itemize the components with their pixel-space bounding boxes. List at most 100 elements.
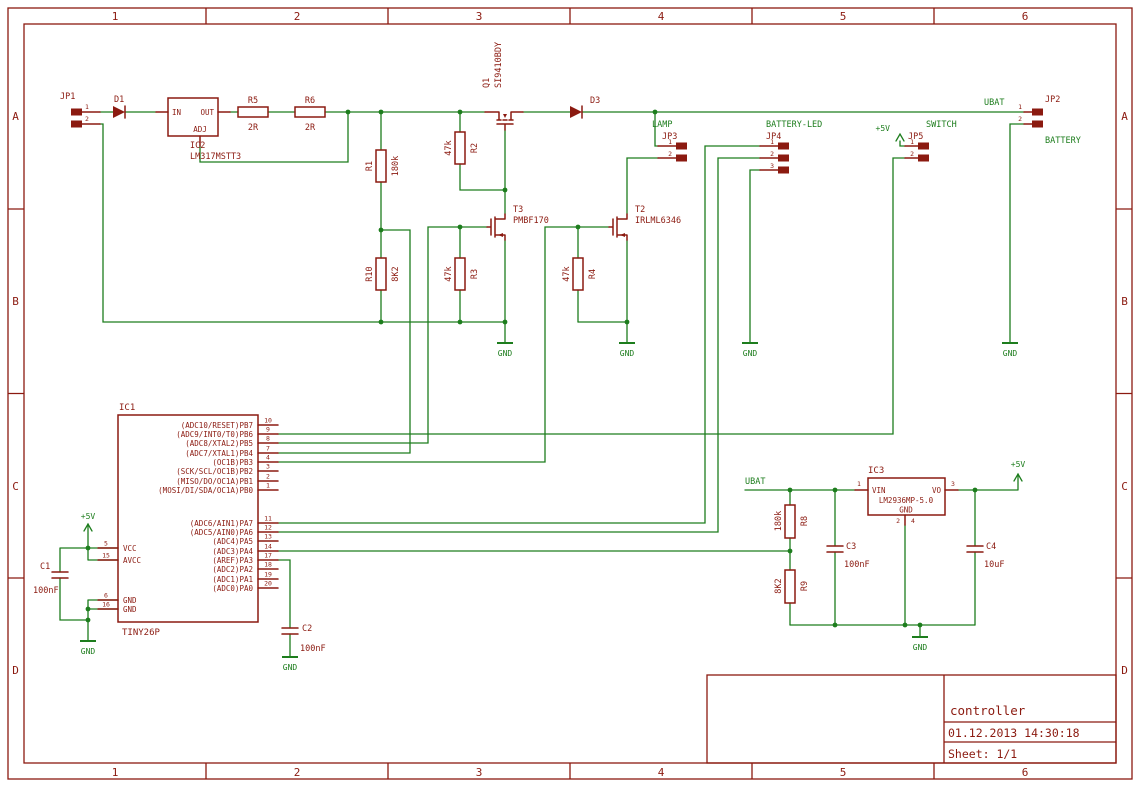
connector-jp4-shape: [778, 166, 789, 174]
p5v-symbol: +5V: [1011, 460, 1025, 482]
frame-col-label: 2: [294, 766, 301, 779]
resistor-r5-shape: [237, 106, 269, 118]
capacitor-c2: C2 100nF: [281, 624, 326, 654]
ic1-pin-label: (ADC8/XTAL2)PB5: [185, 439, 253, 448]
junction-dots-shape: [457, 224, 463, 230]
r5-value: 2R: [248, 123, 259, 133]
ic3-regulator-shape: [854, 489, 959, 526]
frame-col-label: 5: [840, 10, 847, 23]
resistor-r9-shape: [784, 569, 796, 604]
net-wires-shape: [577, 157, 659, 343]
frame-row-label: D: [12, 664, 19, 677]
gnd-label: GND: [1003, 349, 1018, 358]
r8-value: 180k: [774, 511, 784, 531]
net-wires-shape: [59, 523, 119, 641]
ic2-regulator: IN OUT ADJ IC2 LM317MSTT3: [155, 97, 241, 162]
ic1-pin-label: (ADC4)PA5: [212, 537, 253, 546]
ic3-pin-number: 1: [857, 480, 861, 488]
gnd-symbol: GND: [80, 640, 96, 656]
gnd-label: GND: [913, 643, 928, 652]
diode-d1-shape: [113, 106, 125, 118]
frame-row-label: C: [1121, 480, 1128, 493]
ic1-pin-label: GND: [123, 605, 137, 614]
net-wires-shape: [1009, 123, 1025, 343]
resistor-r5: R5 2R: [237, 96, 269, 133]
gnd-label: GND: [283, 663, 298, 672]
ic1-pin-label: (ADC3)PA4: [212, 547, 253, 556]
r2-value: 47k: [444, 140, 454, 155]
resistor-r6: R6 2R: [294, 96, 326, 133]
ic3-value: LM2936MP-5.0: [879, 496, 934, 505]
r5-name: R5: [248, 96, 258, 106]
frame-row-label: D: [1121, 664, 1128, 677]
r9-value: 8K2: [774, 578, 784, 593]
junction-dots-shape: [917, 622, 923, 628]
c2-name: C2: [302, 624, 312, 634]
drawing-frame: 1 2 3 4 5 6 1 2 3 4 5 6 A B C D A B C D: [7, 7, 1133, 780]
resistor-r8-shape: [784, 504, 796, 539]
net-wires-shape: [99, 123, 506, 343]
junction-dots-shape: [345, 109, 351, 115]
net-wires-shape: [277, 559, 291, 657]
diode-d1: D1: [113, 95, 126, 119]
ic3-regulator-shape: [867, 477, 946, 516]
ic1-pin-number: 11: [264, 515, 272, 523]
capacitor-c2-shape: [281, 627, 299, 635]
jp4-pin-number: 1: [770, 138, 774, 146]
ic1-pin-number: 1: [266, 482, 270, 490]
ic3-regulator: IC3 VIN VO LM2936MP-5.0 GND 1 3 2 4: [854, 466, 959, 526]
junction-dots-shape: [502, 187, 508, 193]
frame-col-label: 6: [1022, 766, 1029, 779]
connector-jp4-shape: [778, 154, 789, 162]
ic2-pin-in: IN: [172, 108, 181, 117]
p5v-symbol: +5V: [876, 124, 905, 142]
ic3-pin-gnd: GND: [899, 506, 913, 515]
net-wires-shape: [459, 111, 506, 215]
ic1-pin-label: (ADC2)PA2: [212, 565, 253, 574]
net-label-switch: SWITCH: [926, 120, 957, 130]
jp5-name: JP5: [908, 132, 923, 142]
capacitor-c3-shape: [826, 545, 844, 553]
frame-col-label: 4: [658, 766, 665, 779]
title-block-shape: [943, 675, 1116, 763]
diode-d3-shape: [570, 106, 582, 118]
junction-dots-shape: [832, 622, 838, 628]
ic2-regulator-shape: [155, 111, 231, 147]
ic1-pin-label: (ADC5/AIN0)PA6: [190, 528, 254, 537]
connector-jp1-shape: [71, 120, 82, 128]
net-wires-shape: [744, 489, 856, 626]
frame-col-label: 3: [476, 10, 483, 23]
diode-d3: D3: [570, 96, 600, 119]
c3-value: 100nF: [844, 560, 870, 570]
resistor-r4: 47k R4: [562, 257, 598, 291]
ic1-pin-number: 14: [264, 543, 272, 551]
frame-row-label: C: [12, 480, 19, 493]
c3-name: C3: [846, 542, 856, 552]
title-block: controller 01.12.2013 14:30:18 Sheet: 1/…: [706, 674, 1117, 764]
r2-name: R2: [470, 143, 480, 153]
ic1-pin-label: (OC1B)PB3: [212, 458, 253, 467]
ic1-name: IC1: [119, 403, 135, 413]
ic2-pin-adj: ADJ: [193, 125, 207, 134]
ic1-pin-number: 13: [264, 533, 272, 541]
junction-dots-shape: [85, 606, 91, 612]
c4-value: 10uF: [984, 560, 1004, 570]
ic1-pin-number: 17: [264, 552, 272, 560]
ic2-regulator-shape: [167, 97, 219, 137]
ic1-microcontroller-shape: [117, 414, 259, 623]
connector-jp1-shape: [71, 108, 82, 116]
title-block-sheet: Sheet: 1/1: [948, 747, 1017, 761]
r8-name: R8: [800, 516, 810, 526]
p5v-symbol-shape: [895, 132, 905, 142]
r10-value: 8K2: [391, 266, 401, 281]
resistor-r8: 180k R8: [774, 504, 810, 539]
ic2-name: IC2: [190, 141, 205, 151]
ic1-pin-label: (ADC0)PA0: [212, 584, 253, 593]
jp2-name: JP2: [1045, 95, 1060, 105]
ic1-pin-label: (MOSI/DI/SDA/OC1A)PB0: [158, 486, 253, 495]
p5v-label: +5V: [81, 512, 96, 521]
c1-value: 100nF: [33, 586, 59, 596]
